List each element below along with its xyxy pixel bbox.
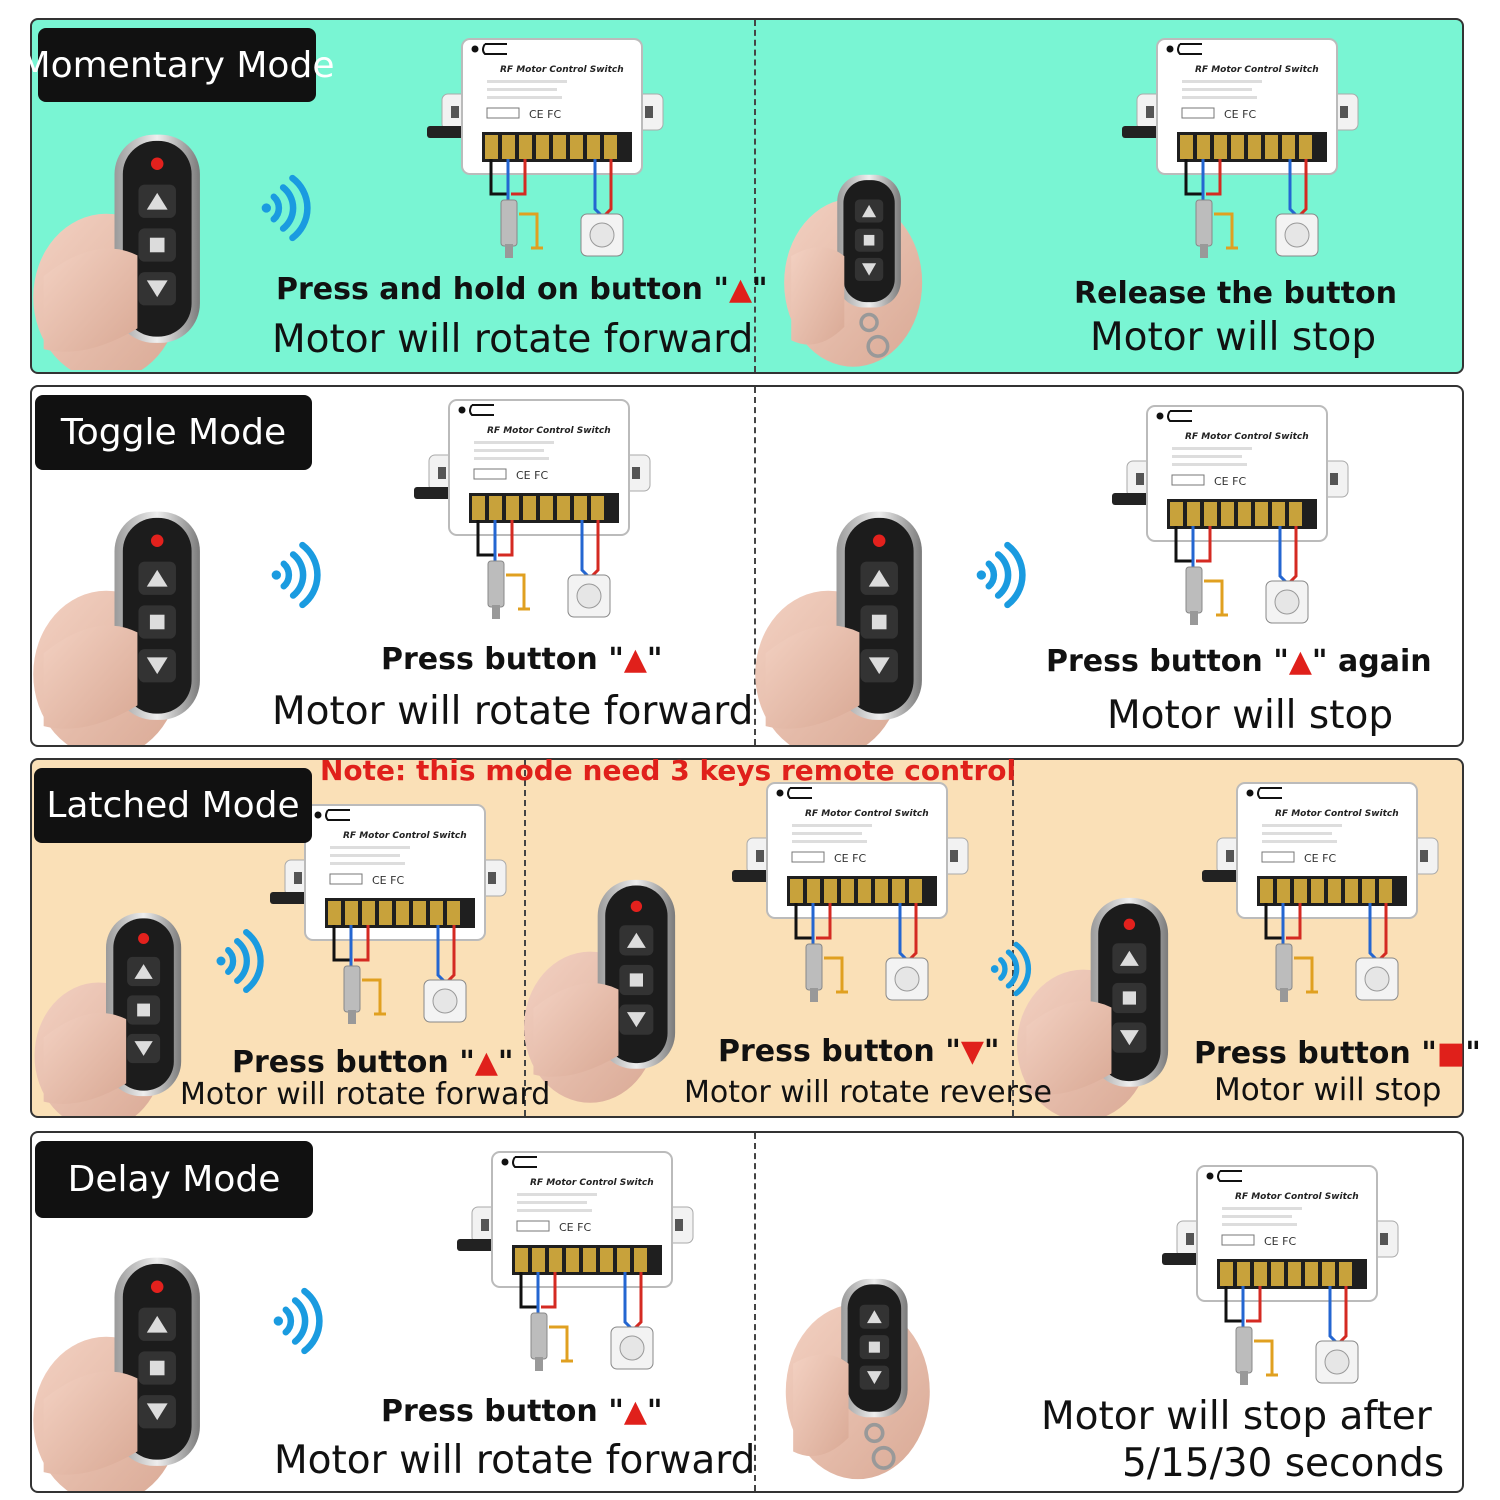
action-text: Press button " <box>1046 644 1289 679</box>
step-result-line2: 5/15/30 seconds <box>1122 1441 1445 1486</box>
panel-divider <box>754 387 756 745</box>
step-result: Motor will rotate forward <box>274 1438 756 1483</box>
step-result: Motor will rotate forward <box>272 689 754 734</box>
action-text: " <box>1465 1036 1481 1071</box>
step-result: Motor will rotate forward <box>180 1077 551 1112</box>
remote-control-icon <box>754 497 944 747</box>
stop-square-icon: ■ <box>1436 1036 1466 1071</box>
step-result-line1: Motor will stop after <box>1041 1394 1432 1439</box>
motor-switch-module-icon <box>457 1147 707 1377</box>
wifi-signal-icon <box>212 925 266 997</box>
up-arrow-icon: ▲ <box>728 272 753 307</box>
step-action: Press button "▲" again <box>1046 644 1432 679</box>
remote-control-icon <box>32 900 202 1118</box>
action-text: " <box>752 272 768 307</box>
wifi-signal-icon <box>269 1283 325 1359</box>
action-text: " again <box>1311 644 1432 679</box>
motor-switch-module-icon <box>1122 34 1372 264</box>
panel-divider <box>1012 760 1014 1116</box>
motor-switch-module-icon <box>1162 1161 1412 1391</box>
step-action: Release the button <box>1074 276 1397 311</box>
step-action: Press and hold on button "▲" <box>276 272 768 307</box>
action-text: " <box>983 1034 1000 1069</box>
motor-switch-module-icon <box>1202 778 1452 1008</box>
panel-divider <box>754 20 756 372</box>
step-action: Press button "▲" <box>232 1045 514 1080</box>
action-text: " <box>497 1045 514 1080</box>
mode-label-toggle: Toggle Mode <box>35 395 312 470</box>
motor-switch-module-icon <box>732 778 982 1008</box>
panel-divider <box>524 760 526 1116</box>
up-arrow-icon: ▲ <box>623 642 647 677</box>
mode-label-latched: Latched Mode <box>34 768 312 843</box>
step-result: Motor will stop <box>1214 1072 1442 1108</box>
up-arrow-icon: ▲ <box>474 1045 498 1080</box>
remote-control-icon <box>32 497 222 747</box>
remote-control-icon <box>762 150 962 374</box>
remote-control-icon <box>32 120 222 370</box>
motor-switch-module-icon <box>427 34 677 264</box>
step-action: Press button "▲" <box>381 1394 663 1429</box>
mode-label-delay: Delay Mode <box>35 1141 313 1218</box>
step-action: Press button "▲" <box>381 642 663 677</box>
action-text: Press and hold on button " <box>276 272 729 307</box>
remote-control-icon <box>767 1253 967 1493</box>
up-arrow-icon: ▲ <box>623 1394 647 1429</box>
latched-mode-note: Note: this mode need 3 keys remote contr… <box>320 754 1017 787</box>
step-result: Motor will rotate forward <box>272 317 754 362</box>
step-result: Motor will stop <box>1107 693 1394 738</box>
action-text: " <box>646 642 663 677</box>
action-text: Press button " <box>381 1394 624 1429</box>
action-text: " <box>646 1394 663 1429</box>
action-text: Press button " <box>1194 1036 1437 1071</box>
down-arrow-icon: ▼ <box>960 1034 984 1069</box>
step-action: Press button "■" <box>1194 1036 1481 1071</box>
motor-switch-module-icon <box>1112 401 1362 631</box>
wifi-signal-icon <box>267 537 323 613</box>
wifi-signal-icon <box>972 537 1028 613</box>
mode-label-momentary: Momentary Mode <box>20 28 334 102</box>
panel-divider <box>754 1133 756 1491</box>
remote-control-icon <box>32 1243 222 1493</box>
step-result: Motor will rotate reverse <box>684 1075 1052 1110</box>
action-text: Press button " <box>381 642 624 677</box>
action-text: Press button " <box>718 1034 961 1069</box>
motor-switch-module-icon <box>414 395 664 625</box>
up-arrow-icon: ▲ <box>1288 644 1312 679</box>
step-action: Press button "▼" <box>718 1034 1000 1069</box>
wifi-signal-icon <box>257 170 313 246</box>
action-text: Press button " <box>232 1045 475 1080</box>
remote-control-icon <box>524 855 694 1105</box>
step-result: Motor will stop <box>1090 315 1377 360</box>
